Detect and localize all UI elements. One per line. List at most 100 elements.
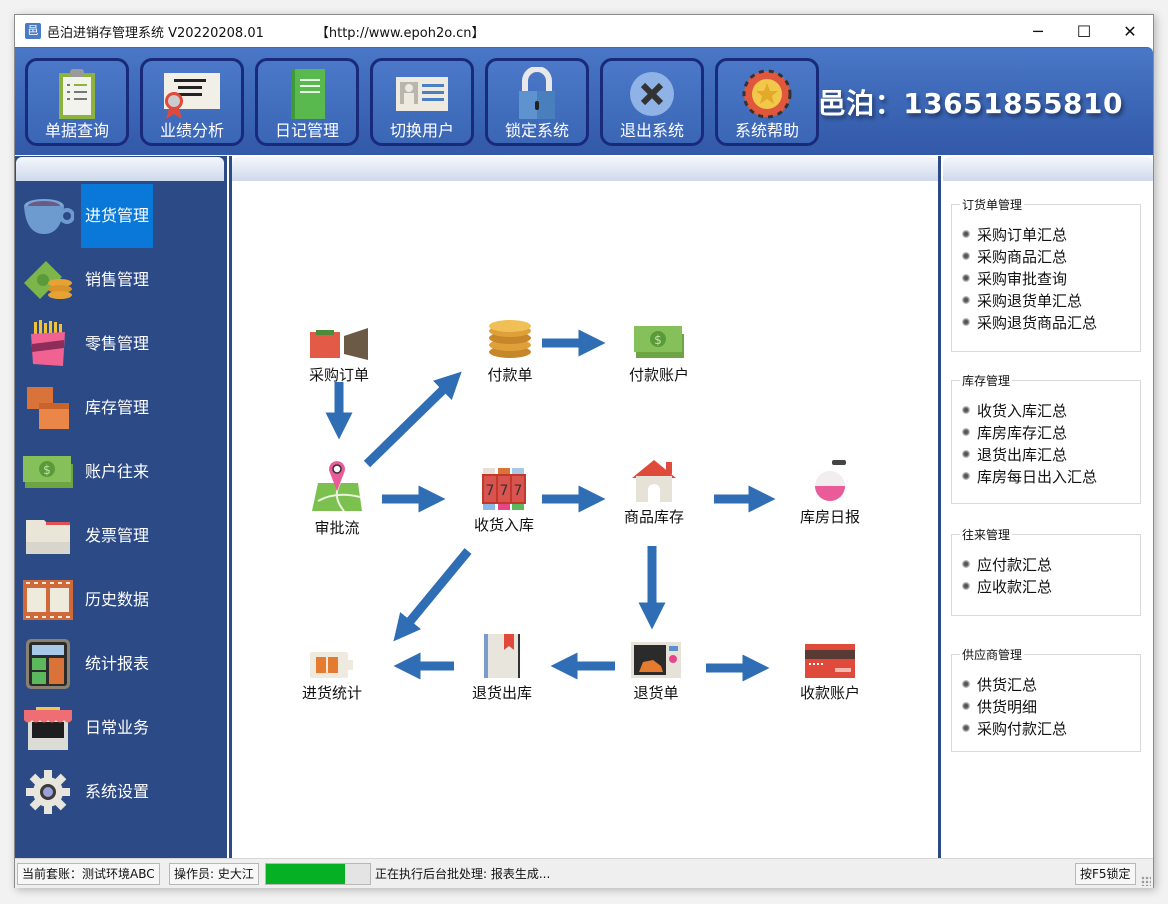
banknotes-icon: $ <box>609 316 709 360</box>
svg-text:7: 7 <box>514 483 523 499</box>
flow-node-receipt-account[interactable]: 收款账户 <box>780 626 880 703</box>
flow-node-return-out[interactable]: 退货出库 <box>452 626 552 703</box>
system-help-label: 系统帮助 <box>734 121 799 140</box>
flow-node-payment-slip[interactable]: 付款单 <box>460 316 560 385</box>
lock-system-button[interactable]: 锁定系统 <box>485 58 589 146</box>
group-inventory-management: 库存管理 收货入库汇总 库房库存汇总 退货出库汇总 库房每日出入汇总 <box>951 372 1141 504</box>
brand-contact: 邑泊：13651855810 <box>817 87 1123 120</box>
flow-node-return-slip[interactable]: 退货单 <box>606 626 706 703</box>
link-return-out-summary[interactable]: 退货出库汇总 <box>962 443 1140 465</box>
diary-management-label: 日记管理 <box>274 121 339 140</box>
link-purchase-approval-query[interactable]: 采购审批查询 <box>962 267 1140 289</box>
link-receiving-summary[interactable]: 收货入库汇总 <box>962 399 1140 421</box>
sidebar-item-sales[interactable]: 销售管理 <box>21 248 221 312</box>
lock-hint: 按F5锁定 <box>1075 863 1136 885</box>
fries-icon <box>21 317 75 371</box>
sidebar-item-label: 销售管理 <box>85 270 150 289</box>
sidebar-item-purchase[interactable]: 进货管理 <box>21 184 221 248</box>
help-badge-icon <box>718 65 816 123</box>
sidebar-item-reports[interactable]: 统计报表 <box>21 632 221 696</box>
group-supplier-management: 供应商管理 供货汇总 供货明细 采购付款汇总 <box>951 646 1141 752</box>
sidebar-item-label: 进货管理 <box>81 184 154 248</box>
minimize-button[interactable]: ─ <box>1033 21 1043 41</box>
bullet-icon <box>962 724 970 732</box>
sidebar-item-invoice[interactable]: 发票管理 <box>21 504 221 568</box>
link-warehouse-stock-summary[interactable]: 库房库存汇总 <box>962 421 1140 443</box>
link-warehouse-daily-summary[interactable]: 库房每日出入汇总 <box>962 465 1140 487</box>
sidebar: 进货管理 销售管理 零售管理 库存管理 $ 账户往来 <box>15 156 227 858</box>
link-purchase-goods-summary[interactable]: 采购商品汇总 <box>962 245 1140 267</box>
sidebar-item-retail[interactable]: 零售管理 <box>21 312 221 376</box>
resize-grip-icon[interactable] <box>1141 876 1151 886</box>
credit-card-icon <box>780 626 880 678</box>
switch-user-button[interactable]: 切换用户 <box>370 58 474 146</box>
performance-analysis-button[interactable]: 业绩分析 <box>140 58 244 146</box>
link-supply-detail[interactable]: 供货明细 <box>962 695 1140 717</box>
link-payables-summary[interactable]: 应付款汇总 <box>962 553 1140 575</box>
bullet-icon <box>962 680 970 688</box>
sidebar-item-daily[interactable]: 日常业务 <box>21 696 221 760</box>
sidebar-item-history[interactable]: 历史数据 <box>21 568 221 632</box>
workflow-arrows <box>325 329 776 682</box>
certificate-icon <box>143 65 241 123</box>
status-message: 正在执行后台批处理: 报表生成... <box>375 867 551 881</box>
sidebar-item-inventory[interactable]: 库存管理 <box>21 376 221 440</box>
sidebar-item-label: 发票管理 <box>85 526 150 545</box>
teacup-icon <box>21 189 75 243</box>
operator-name: 操作员: 史大江 <box>169 863 259 885</box>
report-shortcuts-panel: 订货单管理 采购订单汇总 采购商品汇总 采购审批查询 采购退货单汇总 采购退货商… <box>943 156 1153 858</box>
current-account-set: 当前套账：测试环境ABC <box>17 863 160 885</box>
maximize-button[interactable]: ☐ <box>1076 21 1092 41</box>
flow-node-warehouse-daily[interactable]: 库房日报 <box>780 456 880 527</box>
flow-node-purchase-order[interactable]: 采购订单 <box>289 316 389 385</box>
status-bar: 当前套账：测试环境ABC 操作员: 史大江 正在执行后台批处理: 报表生成...… <box>15 858 1153 888</box>
link-receivables-summary[interactable]: 应收款汇总 <box>962 575 1140 597</box>
document-query-button[interactable]: 单据查询 <box>25 58 129 146</box>
shop-icon <box>21 701 75 755</box>
system-help-button[interactable]: 系统帮助 <box>715 58 819 146</box>
diary-management-button[interactable]: 日记管理 <box>255 58 359 146</box>
bullet-icon <box>962 702 970 710</box>
calculator-icon <box>21 637 75 691</box>
gear-icon <box>21 765 75 819</box>
link-supply-summary[interactable]: 供货汇总 <box>962 673 1140 695</box>
sidebar-item-settings[interactable]: 系统设置 <box>21 760 221 824</box>
sidebar-item-label: 日常业务 <box>85 718 150 737</box>
battery-icon <box>282 646 382 678</box>
bullet-icon <box>962 296 970 304</box>
close-button[interactable]: ✕ <box>1123 21 1137 41</box>
sidebar-item-accounts[interactable]: $ 账户往来 <box>21 440 221 504</box>
sidebar-item-label: 统计报表 <box>85 654 150 673</box>
coin-stack-icon <box>460 316 560 360</box>
flow-node-approval-flow[interactable]: 审批流 <box>287 461 387 538</box>
film-icon <box>21 573 75 627</box>
microwave-icon <box>606 626 706 678</box>
clipboard-icon <box>28 65 126 123</box>
group-order-management: 订货单管理 采购订单汇总 采购商品汇总 采购审批查询 采购退货单汇总 采购退货商… <box>951 196 1141 352</box>
bullet-icon <box>962 252 970 260</box>
link-purchase-order-summary[interactable]: 采购订单汇总 <box>962 223 1140 245</box>
exit-system-button[interactable]: 退出系统 <box>600 58 704 146</box>
flow-node-purchase-stats[interactable]: 进货统计 <box>282 646 382 703</box>
flow-node-inventory[interactable]: 商品库存 <box>604 456 704 527</box>
id-card-icon <box>373 65 471 123</box>
bookmark-book-icon <box>452 626 552 678</box>
flow-node-payment-account[interactable]: $ 付款账户 <box>609 316 709 385</box>
exit-x-icon <box>603 65 701 123</box>
banknotes-icon: $ <box>21 445 75 499</box>
bullet-icon <box>962 450 970 458</box>
link-purchase-return-summary[interactable]: 采购退货单汇总 <box>962 289 1140 311</box>
bullet-icon <box>962 428 970 436</box>
link-purchase-payment-summary[interactable]: 采购付款汇总 <box>962 717 1140 739</box>
sidebar-header <box>16 157 224 181</box>
bullet-icon <box>962 582 970 590</box>
main-toolbar: 单据查询 业绩分析 日记管理 切换用户 锁定系统 <box>15 47 1153 155</box>
batch-progress-bar <box>265 863 371 885</box>
svg-text:$: $ <box>654 333 662 347</box>
bullet-icon <box>962 406 970 414</box>
link-purchase-return-goods-summary[interactable]: 采购退货商品汇总 <box>962 311 1140 333</box>
bullet-icon <box>962 274 970 282</box>
